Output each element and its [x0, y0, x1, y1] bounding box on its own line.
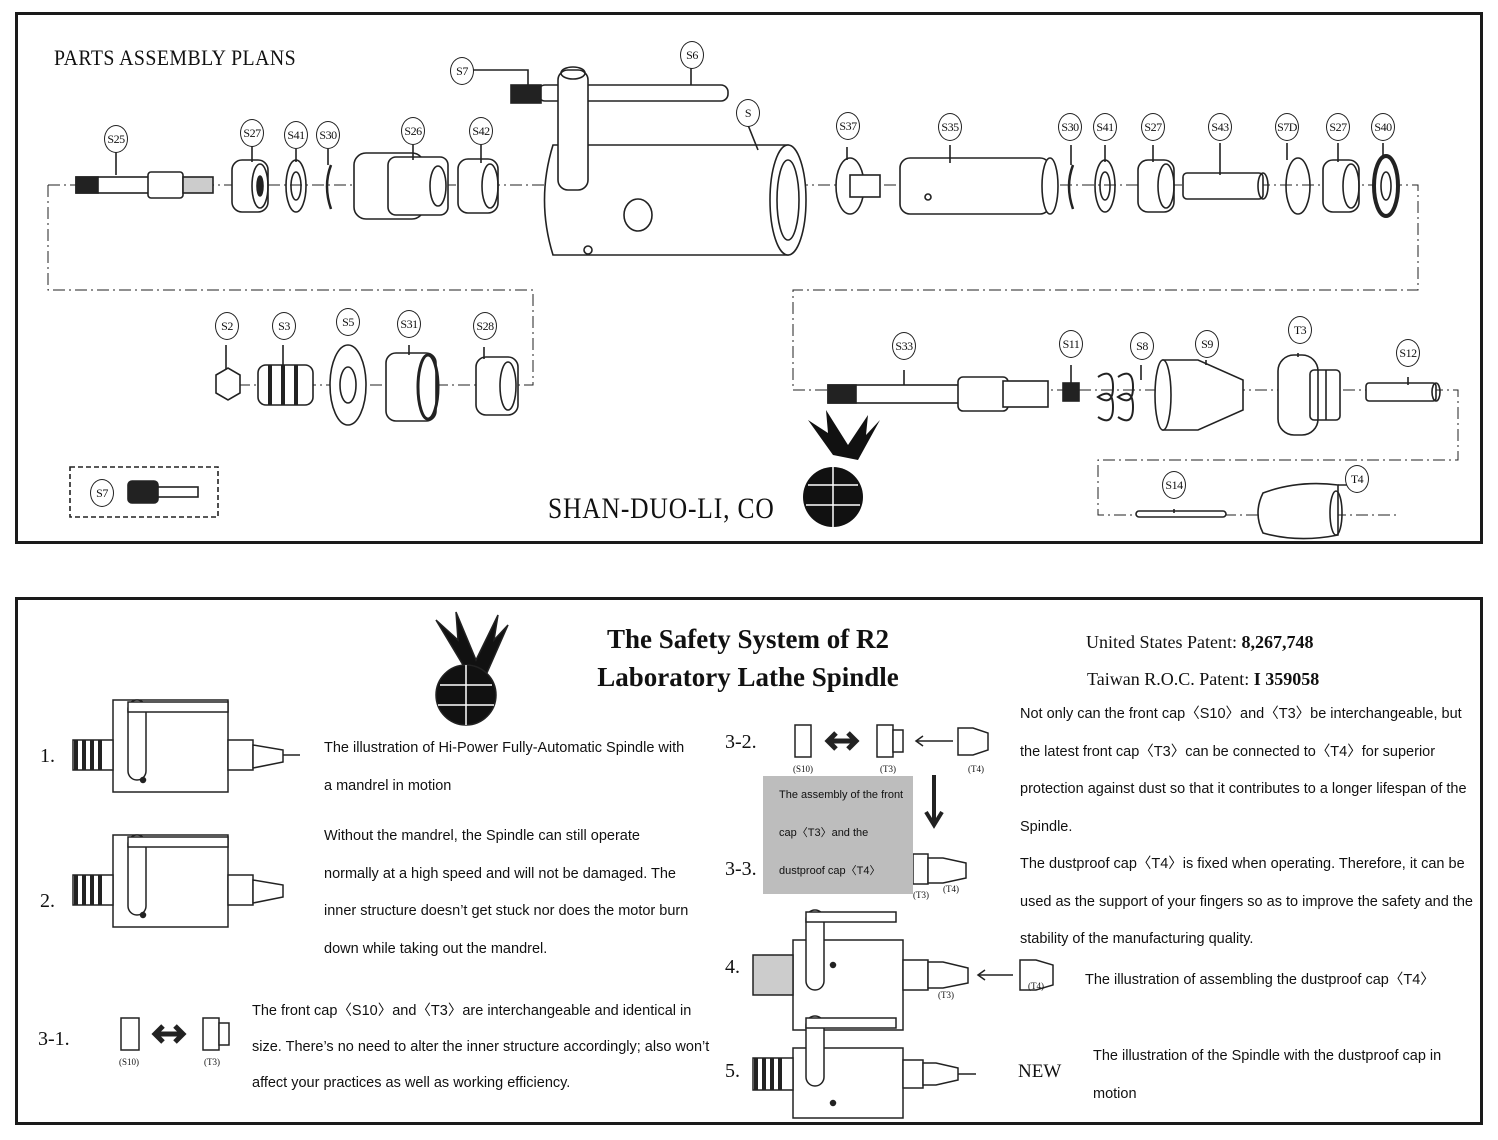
new-label: NEW [1018, 1061, 1062, 1082]
part-small-label: (T3) [938, 990, 954, 1000]
patent-tw: Taiwan R.O.C. Patent: I 359058 [1087, 669, 1319, 690]
part-label: S30 [1058, 113, 1082, 141]
text-step4: The illustration of assembling the dustp… [1085, 972, 1435, 988]
patent-us-number: 8,267,748 [1241, 632, 1314, 652]
part-label: S31 [397, 310, 421, 338]
part-label: S [736, 99, 760, 127]
patent-tw-number: I 359058 [1253, 669, 1320, 689]
parts-assembly-panel: PARTS ASSEMBLY PLANS [15, 12, 1483, 544]
eagle-globe-logo-bottom [435, 611, 509, 726]
part-small-label: (T3) [204, 1057, 220, 1067]
part-label: S41 [1093, 113, 1117, 141]
patent-us-label: United States Patent: [1086, 632, 1242, 652]
part-label: S43 [1208, 113, 1232, 141]
part-label: S40 [1371, 113, 1395, 141]
step-number: 4. [725, 956, 740, 978]
part-label: S2 [215, 312, 239, 340]
patent-tw-label: Taiwan R.O.C. Patent: [1087, 669, 1254, 689]
part-label: S30 [316, 121, 340, 149]
text-right-interchangeable: Not only can the front cap〈S10〉and〈T3〉be… [1020, 706, 1467, 835]
part-small-label: (T4) [943, 884, 959, 894]
part-label: S26 [401, 117, 425, 145]
step-number: 3-1. [38, 1028, 70, 1050]
spindle-illustrations [72, 611, 1054, 1119]
part-label: S27 [1326, 113, 1350, 141]
part-label: S9 [1195, 330, 1219, 358]
part-small-label: (T4) [968, 764, 984, 774]
text-step5: The illustration of the Spindle with the… [1093, 1048, 1442, 1102]
plan-title: PARTS ASSEMBLY PLANS [54, 45, 297, 70]
main-title: The Safety System of R2 Laboratory Lathe… [538, 620, 958, 696]
part-small-label: (S10) [793, 764, 813, 774]
main-title-line2: Laboratory Lathe Spindle [597, 662, 899, 692]
step-number: 1. [40, 745, 55, 767]
part-label: S27 [1141, 113, 1165, 141]
text-step2: Without the mandrel, the Spindle can sti… [324, 828, 689, 957]
part-label: S25 [104, 125, 128, 153]
part-small-label: (T4) [1028, 981, 1044, 991]
part-label: S7 [450, 57, 474, 85]
part-label: S37 [836, 112, 860, 140]
part-small-label: (T3) [880, 764, 896, 774]
part-label: T4 [1345, 465, 1369, 493]
part-label: S8 [1130, 332, 1154, 360]
part-label: S28 [473, 312, 497, 340]
main-title-line1: The Safety System of R2 [607, 624, 889, 654]
text-right-dustproof: The dustproof cap〈T4〉is fixed when opera… [1020, 856, 1473, 947]
company-name: SHAN-DUO-LI, CO [548, 492, 775, 525]
text-step31: The front cap〈S10〉and〈T3〉are interchange… [252, 1003, 710, 1091]
step-number: 2. [40, 890, 55, 912]
eagle-globe-logo [803, 410, 880, 527]
part-label: S27 [240, 119, 264, 147]
part-label: S5 [336, 308, 360, 336]
part-label: S3 [272, 312, 296, 340]
part-label: S7D [1275, 113, 1299, 141]
part-small-label: (S10) [119, 1057, 139, 1067]
part-small-label: (T3) [913, 890, 929, 900]
step-number: 3-2. [725, 731, 757, 753]
part-label: S14 [1162, 471, 1186, 499]
part-label: T3 [1288, 316, 1312, 344]
part-label: S42 [469, 117, 493, 145]
part-label: S12 [1396, 339, 1420, 367]
text-step1: The illustration of Hi-Power Fully-Autom… [324, 740, 685, 794]
part-label: S11 [1059, 330, 1083, 358]
exploded-diagram [47, 65, 1459, 540]
part-label: S33 [892, 332, 916, 360]
text-assembly-note: The assembly of the front cap〈T3〉and the… [763, 776, 913, 894]
part-label: S41 [284, 121, 308, 149]
part-label: S35 [938, 113, 962, 141]
step-number: 5. [725, 1060, 740, 1082]
step-number: 3-3. [725, 858, 757, 880]
patent-us: United States Patent: 8,267,748 [1086, 632, 1313, 653]
safety-system-panel: The Safety System of R2 Laboratory Lathe… [15, 597, 1483, 1125]
part-label: S7 [90, 479, 114, 507]
part-label: S6 [680, 41, 704, 69]
